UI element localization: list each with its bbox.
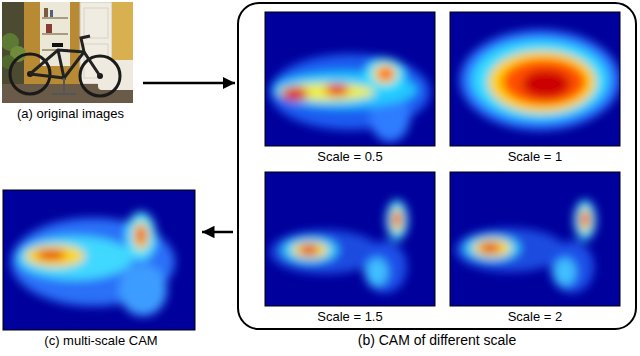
image-caption: Scale = 1.5 bbox=[262, 309, 438, 325]
image-node: Scale = 2 bbox=[447, 172, 623, 327]
image-caption: Scale = 0.5 bbox=[262, 149, 438, 165]
image-node: Scale = 0.5 bbox=[262, 12, 438, 167]
image-caption: (a) original images bbox=[2, 106, 139, 122]
image-node: (c) multi-scale CAM bbox=[2, 190, 200, 351]
heatmap-multi-scale bbox=[3, 190, 195, 330]
scale-panel: (b) CAM of different scaleScale = 0.5Sca… bbox=[237, 2, 637, 330]
bicycle-photo bbox=[1, 2, 136, 103]
image-node: Scale = 1 bbox=[447, 12, 623, 167]
image-caption: Scale = 2 bbox=[447, 309, 623, 325]
heatmap-scale-2 bbox=[450, 172, 620, 306]
flow-arrow bbox=[143, 82, 235, 85]
heatmap-scale-1 bbox=[450, 12, 620, 146]
image-caption: Scale = 1 bbox=[447, 149, 623, 165]
flow-arrow bbox=[202, 231, 233, 234]
image-node: (a) original images bbox=[2, 2, 139, 124]
image-caption: (c) multi-scale CAM bbox=[2, 333, 200, 349]
heatmap-scale-15 bbox=[265, 172, 435, 306]
panel-caption: (b) CAM of different scale bbox=[239, 332, 635, 349]
heatmap-scale-05 bbox=[265, 12, 435, 146]
image-node: Scale = 1.5 bbox=[262, 172, 438, 327]
